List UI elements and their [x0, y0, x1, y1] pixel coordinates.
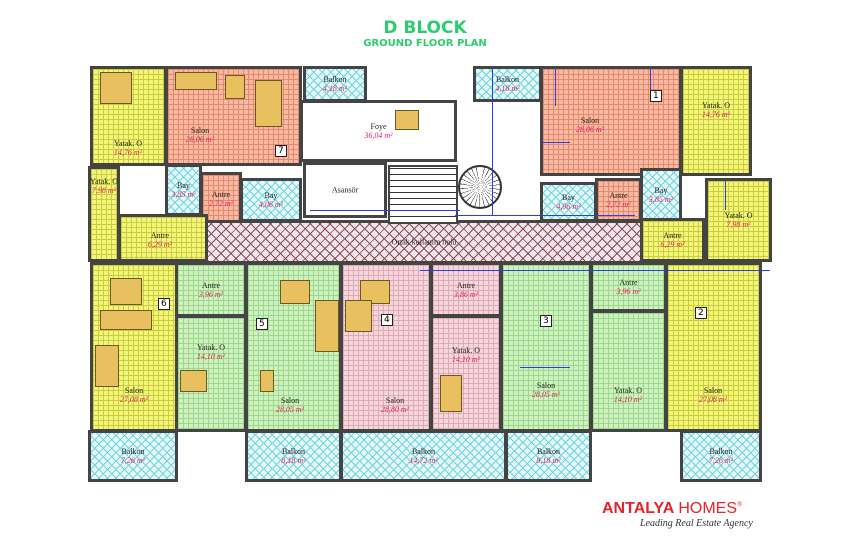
spiral-staircase — [458, 165, 502, 209]
dimension-line — [310, 210, 460, 211]
furniture — [315, 300, 339, 352]
room-asansör — [303, 162, 387, 218]
dimension-line — [540, 142, 570, 143]
furniture — [440, 375, 462, 412]
room-yatak-o — [680, 66, 752, 176]
room-balkon — [340, 430, 507, 482]
furniture — [175, 72, 217, 90]
room-yatak-o — [705, 178, 772, 262]
logo-tagline: Leading Real Estate Agency — [640, 518, 753, 529]
room-antre — [118, 214, 208, 262]
antalya-homes-logo: ANTALYA HOMES® Leading Real Estate Agenc… — [602, 500, 753, 529]
dimension-line — [492, 66, 493, 216]
unit-number: 3 — [540, 315, 552, 327]
furniture — [110, 278, 142, 305]
dimension-line — [650, 66, 651, 96]
room-bay — [165, 164, 202, 216]
furniture — [95, 345, 119, 387]
logo-registered: ® — [736, 500, 743, 509]
room-balkon — [245, 430, 342, 482]
furniture — [260, 370, 274, 392]
staircase — [388, 165, 458, 224]
room-antre — [200, 172, 242, 226]
room-balkon — [680, 430, 762, 482]
room-yatak-o — [590, 310, 667, 432]
furniture — [225, 75, 245, 99]
room-bay — [540, 182, 597, 222]
dimension-line — [455, 215, 635, 216]
dimension-line — [725, 180, 726, 210]
plan-title: D BLOCK — [383, 18, 467, 38]
unit-number: 7 — [275, 145, 287, 157]
unit-number: 6 — [158, 298, 170, 310]
dimension-line — [420, 270, 770, 271]
furniture — [255, 80, 282, 127]
furniture — [180, 370, 207, 392]
room-bay — [640, 168, 682, 222]
plan-subtitle: GROUND FLOOR PLAN — [363, 38, 487, 49]
room-antre — [175, 262, 247, 317]
room-bay — [240, 178, 302, 222]
room-balkon — [88, 430, 178, 482]
furniture — [345, 300, 372, 332]
room-yatak-o — [430, 315, 502, 432]
room-antre — [640, 218, 705, 262]
dimension-line — [555, 66, 556, 106]
room-balkon — [505, 430, 592, 482]
unit-number: 2 — [695, 307, 707, 319]
room-antre — [430, 262, 502, 317]
unit-number: 5 — [256, 318, 268, 330]
furniture — [100, 310, 152, 330]
room-salon — [540, 66, 682, 176]
logo-brand-light: HOMES — [678, 500, 737, 517]
room-salon — [500, 262, 592, 432]
unit-number: 4 — [381, 314, 393, 326]
room-yatak-o — [88, 166, 120, 262]
furniture — [360, 280, 390, 304]
furniture — [100, 72, 132, 104]
room-balkon — [473, 66, 542, 102]
room-salon — [665, 262, 762, 432]
logo-brand-bold: ANTALYA — [602, 500, 675, 517]
room-balkon — [303, 66, 367, 102]
room-ortak-kullanım-holü — [205, 220, 643, 264]
unit-number: 1 — [650, 90, 662, 102]
furniture — [395, 110, 419, 130]
dimension-line — [520, 367, 570, 368]
room-foye — [300, 100, 457, 162]
furniture — [280, 280, 310, 304]
